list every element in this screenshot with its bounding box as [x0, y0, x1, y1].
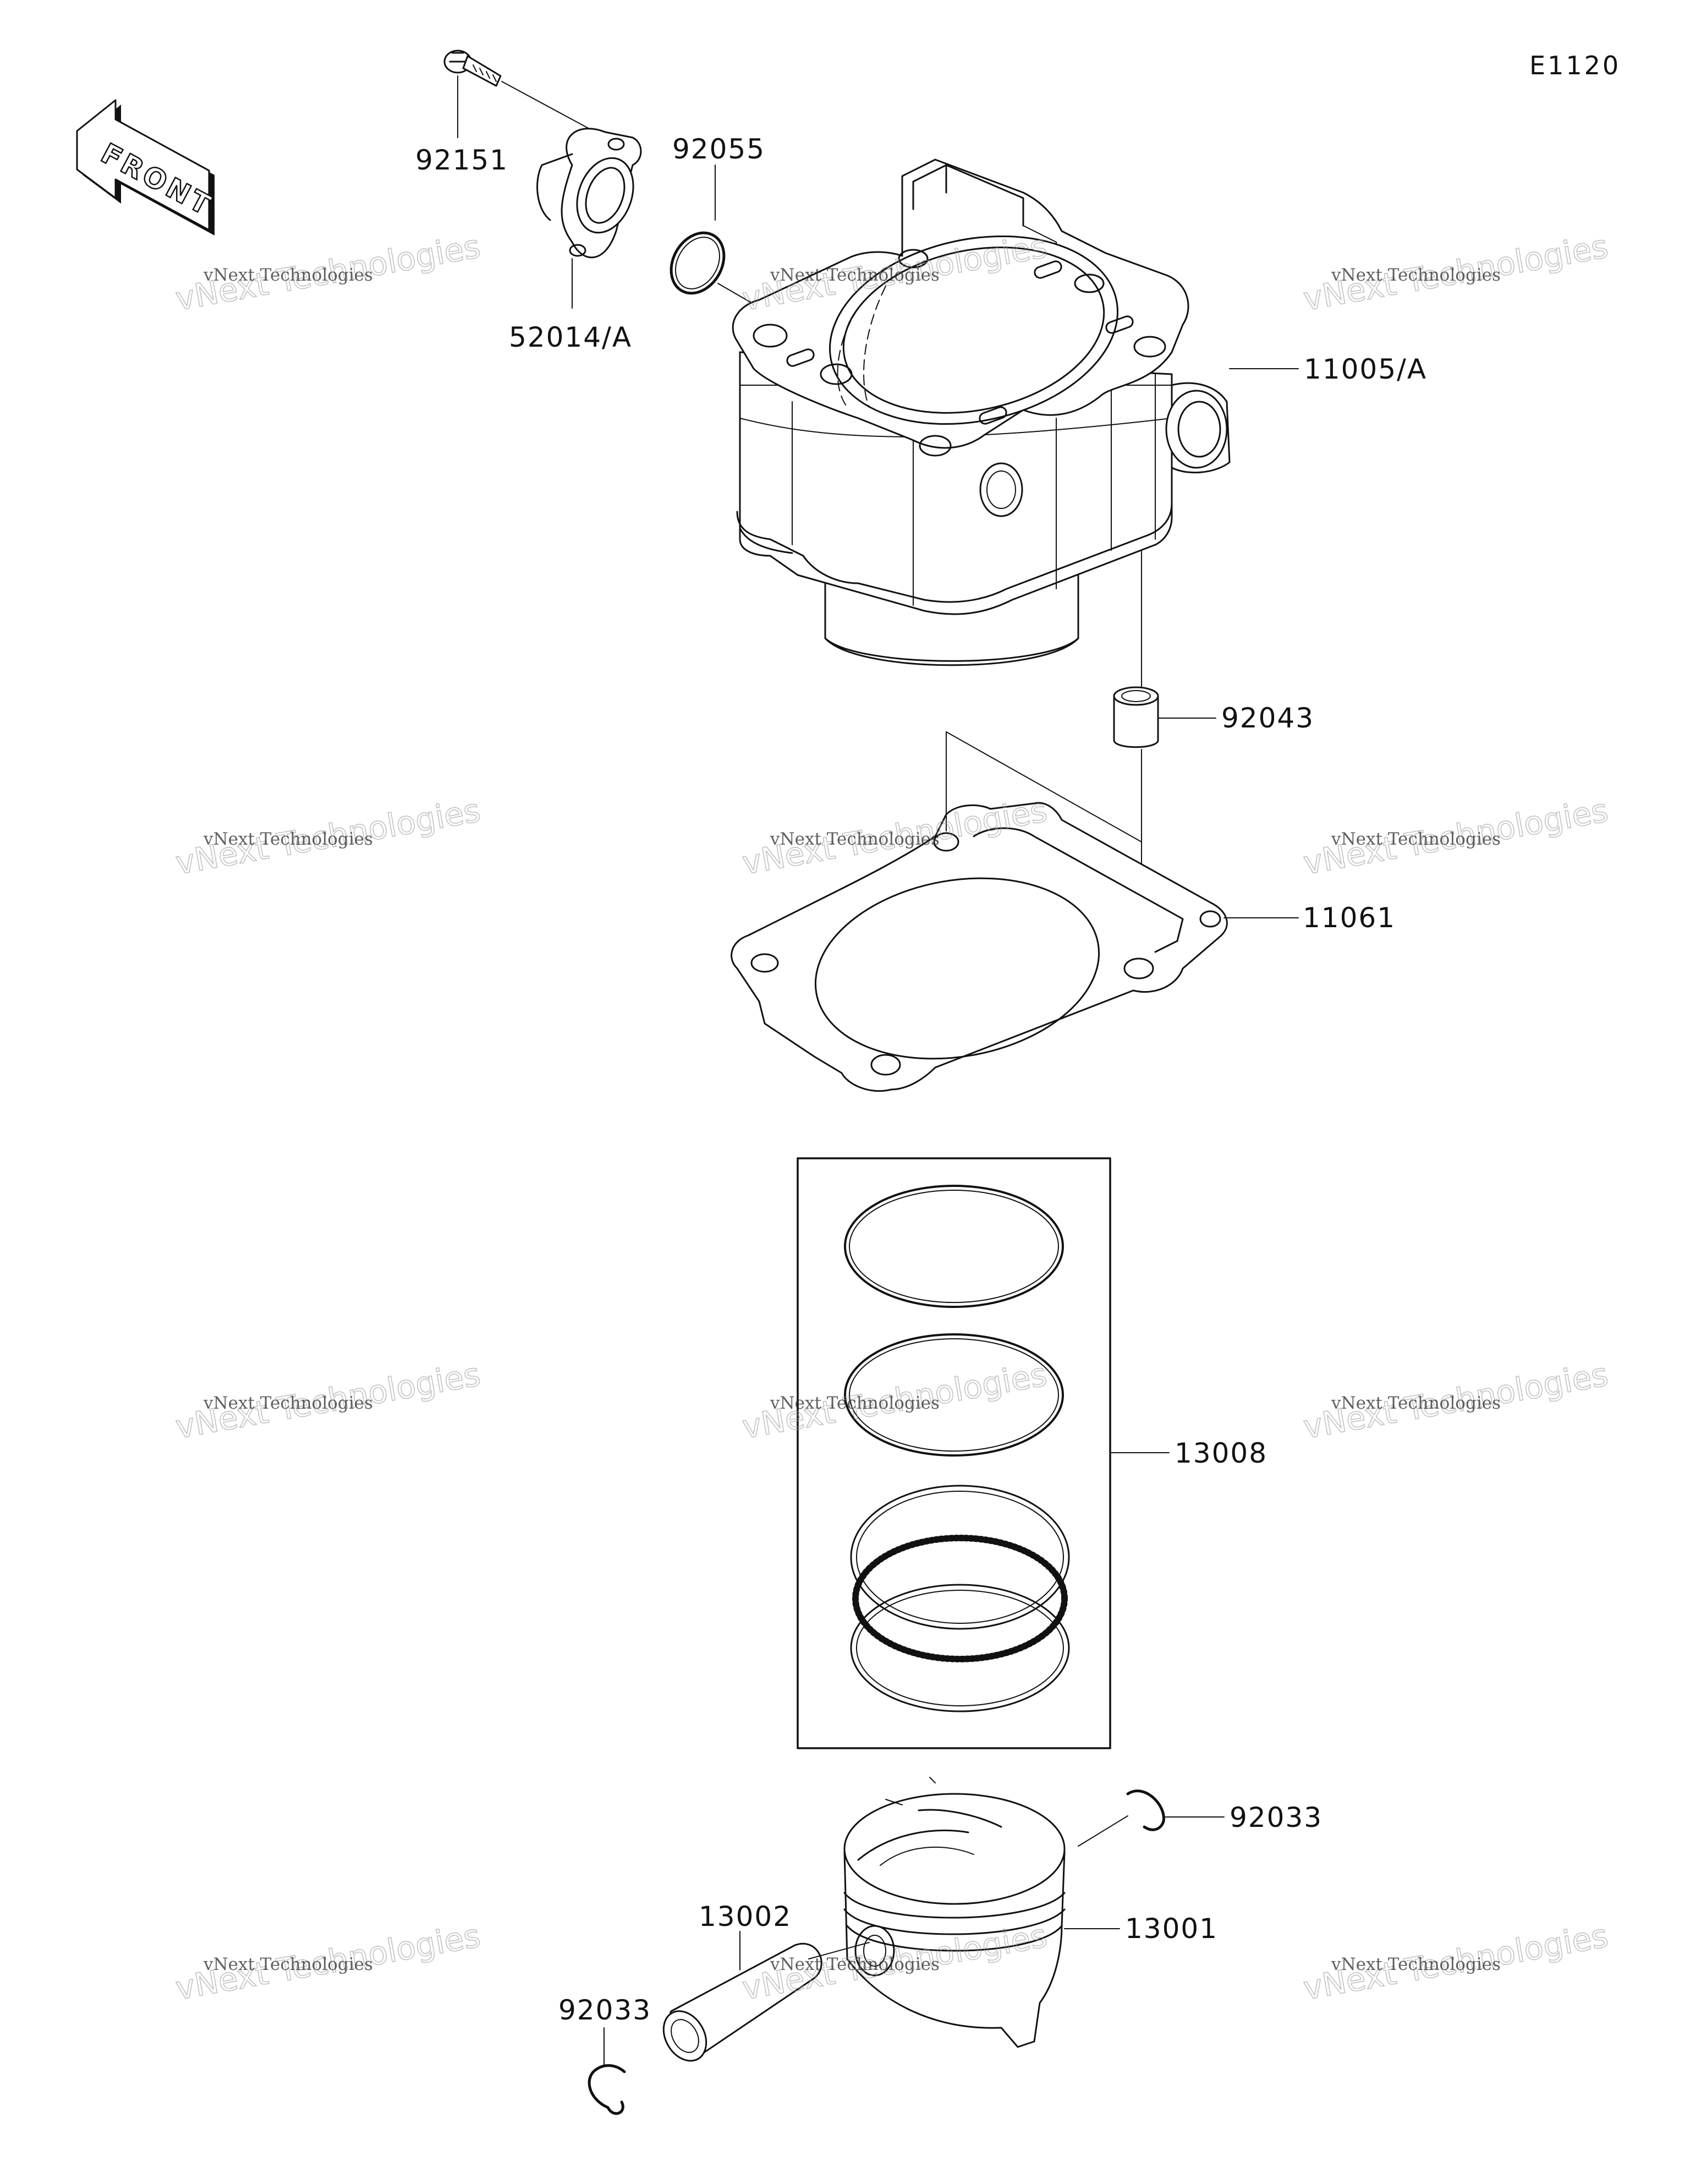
piston-ring-top: [844, 1185, 1064, 1308]
svg-text:vNext Technologies: vNext Technologies: [1331, 829, 1501, 849]
cylinder-11005a: [732, 158, 1231, 666]
piston-pin-clip-right: [1126, 1789, 1165, 1831]
part-label-11061: 11061: [1303, 902, 1396, 934]
intake-joint-52014a: [536, 128, 642, 259]
part-label-92151: 92151: [415, 144, 508, 176]
piston-pin-13002: [662, 1943, 822, 2062]
watermark: vNext Technologies vNext Technologies: [172, 1917, 483, 2008]
svg-text:vNext Technologies: vNext Technologies: [203, 1955, 373, 1974]
svg-text:vNext Technologies: vNext Technologies: [770, 1393, 940, 1413]
part-label-92033-right: 92033: [1230, 1802, 1323, 1833]
bolt-92151: [443, 50, 502, 87]
piston-ring-second: [844, 1333, 1064, 1457]
svg-text:vNext Technologies: vNext Technologies: [203, 1393, 373, 1413]
part-label-92055: 92055: [672, 133, 765, 165]
watermark: vNext Technologies vNext Technologies: [1300, 1917, 1611, 2008]
svg-text:vNext Technologies: vNext Technologies: [1331, 265, 1501, 285]
dowel-pin-92043: [1113, 686, 1159, 748]
piston-ring-oil: [850, 1485, 1070, 1712]
piston-pin-clip-left: [588, 2064, 626, 2115]
guide-bolt-to-joint: [501, 81, 592, 130]
svg-text:vNext Technologies: vNext Technologies: [770, 265, 940, 285]
part-label-13008: 13008: [1175, 1437, 1268, 1469]
piston-13001: [843, 1777, 1066, 2048]
part-label-13001: 13001: [1125, 1913, 1218, 1945]
svg-text:vNext Technologies: vNext Technologies: [770, 829, 940, 849]
guide-clip-right: [1078, 1815, 1128, 1847]
part-label-92043: 92043: [1221, 702, 1314, 734]
watermark: vNext Technologies vNext Technologies: [172, 791, 483, 883]
svg-text:vNext Technologies: vNext Technologies: [770, 1955, 940, 1974]
oring-92055: [670, 231, 726, 295]
cylinder-base-gasket-11061: [731, 802, 1228, 1092]
part-label-11005a: 11005/A: [1304, 353, 1427, 385]
reference-code: E1120: [1529, 51, 1621, 80]
part-label-13002: 13002: [699, 1901, 792, 1933]
guide-pin-to-piston: [808, 1942, 870, 1959]
watermark: vNext Technologies vNext Technologies: [739, 1355, 1050, 1447]
watermark: vNext Technologies vNext Technologies: [172, 227, 483, 319]
watermark: vNext Technologies vNext Technologies: [1300, 227, 1611, 319]
svg-text:vNext Technologies: vNext Technologies: [1331, 1393, 1501, 1413]
svg-text:vNext Technologies: vNext Technologies: [203, 265, 373, 285]
guide-gasket-bracket: [946, 731, 1142, 842]
watermark: vNext Technologies vNext Technologies: [1300, 1355, 1611, 1447]
watermark: vNext Technologies vNext Technologies: [172, 1355, 483, 1447]
front-arrow-icon: FRONT: [76, 99, 219, 236]
part-label-52014a: 52014/A: [509, 321, 632, 353]
part-label-92033-left: 92033: [558, 1994, 651, 2026]
svg-text:vNext Technologies: vNext Technologies: [203, 829, 373, 849]
watermark: vNext Technologies vNext Technologies: [1300, 791, 1611, 883]
svg-text:vNext Technologies: vNext Technologies: [1331, 1955, 1501, 1974]
